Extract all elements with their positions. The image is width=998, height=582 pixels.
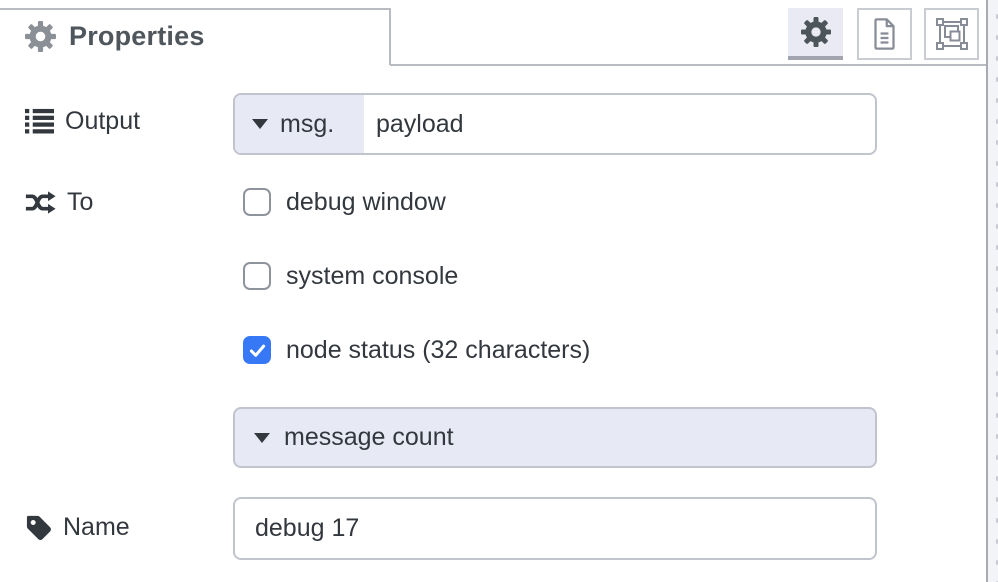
description-tab-button[interactable]: [857, 8, 912, 60]
gear-icon: [25, 21, 56, 52]
node-status-checkbox-label[interactable]: node status (32 characters): [286, 335, 591, 364]
to-field-label: To: [25, 185, 93, 219]
panel-edge-canvas: [986, 0, 998, 582]
debug-window-checkbox[interactable]: [243, 188, 271, 216]
shuffle-icon: [25, 190, 56, 214]
system-console-checkbox[interactable]: [243, 262, 271, 290]
status-type-dropdown[interactable]: message count: [233, 407, 877, 468]
tab-properties[interactable]: Properties: [25, 21, 205, 52]
list-icon: [25, 108, 54, 133]
chevron-down-icon: [254, 432, 270, 443]
system-console-checkbox-label[interactable]: system console: [286, 261, 459, 290]
tab-properties-label: Properties: [69, 21, 205, 51]
appearance-tab-button[interactable]: [924, 8, 979, 60]
output-label-text: Output: [65, 106, 141, 135]
node-status-checkbox[interactable]: [243, 336, 271, 364]
tab-top-border: [0, 8, 389, 10]
debug-window-checkbox-row[interactable]: debug window: [243, 187, 446, 217]
checkmark-icon: [249, 344, 265, 357]
header-divider: [390, 64, 986, 66]
node-status-checkbox-row[interactable]: node status (32 characters): [243, 335, 590, 365]
output-typed-input: msg.: [233, 93, 877, 155]
system-console-checkbox-row[interactable]: system console: [243, 261, 458, 291]
output-field-label: Output: [25, 104, 140, 138]
properties-tab-button[interactable]: [788, 8, 843, 60]
file-icon: [874, 18, 895, 50]
debug-window-checkbox-label[interactable]: debug window: [286, 187, 446, 216]
appearance-icon: [935, 18, 968, 50]
output-type-selector-label: msg.: [280, 109, 335, 138]
name-input[interactable]: [255, 514, 861, 543]
output-property-input[interactable]: [364, 109, 875, 139]
to-label-text: To: [67, 187, 94, 216]
tag-icon: [26, 515, 51, 540]
output-type-selector[interactable]: msg.: [235, 95, 364, 153]
status-type-dropdown-value: message count: [284, 423, 454, 451]
name-input-box: [233, 497, 877, 560]
gear-icon: [800, 17, 831, 47]
name-field-label: Name: [25, 510, 130, 544]
name-label-text: Name: [63, 512, 130, 541]
chevron-down-icon: [252, 119, 268, 129]
tab-right-border: [389, 8, 391, 65]
